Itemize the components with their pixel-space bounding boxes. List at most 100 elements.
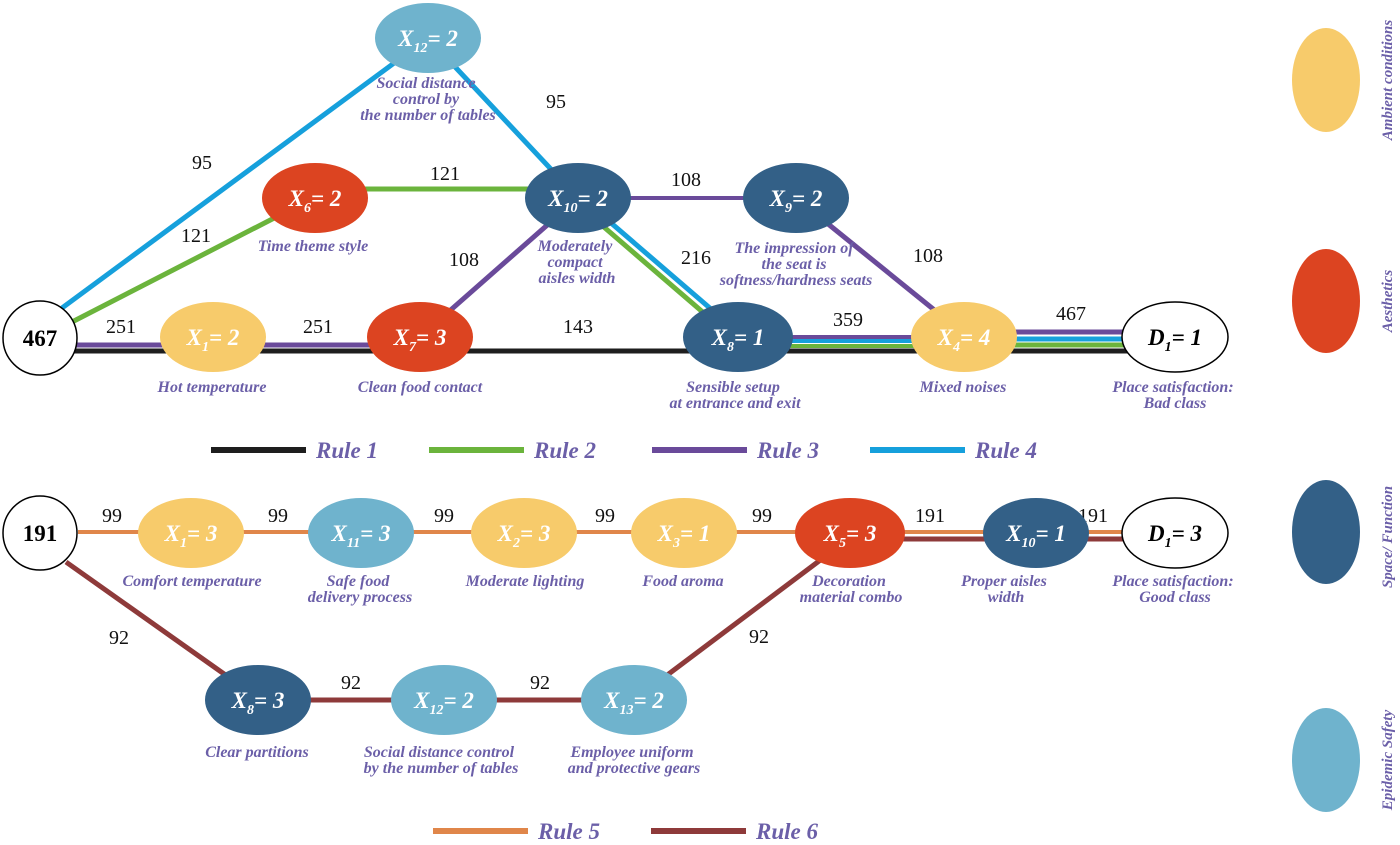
value-191-x1: 99 bbox=[102, 505, 122, 527]
node-b-x13-label: Employee uniform and protective gears bbox=[568, 744, 700, 777]
node-b-x3-label: Food aroma bbox=[641, 573, 723, 590]
node-x4-label: Mixed noises bbox=[919, 379, 1007, 396]
node-b-x13[interactable]: X13= 2 Employee uniform and protective g… bbox=[568, 665, 700, 777]
svg-text:X9= 2: X9= 2 bbox=[769, 186, 823, 216]
category-aesthetics: Aesthetics bbox=[1292, 249, 1396, 353]
space-swatch bbox=[1292, 480, 1360, 584]
node-x12-label: Social distance control by the number of… bbox=[360, 75, 496, 124]
node-x9[interactable]: X9= 2 The impression of the seat is soft… bbox=[719, 163, 872, 289]
node-x4[interactable]: X4= 4 Mixed noises bbox=[911, 302, 1017, 396]
value-x7-x8: 143 bbox=[563, 316, 593, 338]
node-x7[interactable]: X7= 3 Clean food contact bbox=[358, 302, 483, 396]
value-x1-x11: 99 bbox=[268, 505, 288, 527]
svg-text:X1= 3: X1= 3 bbox=[164, 521, 218, 551]
node-d1-bad[interactable]: D1= 1 Place satisfaction: Bad class bbox=[1111, 301, 1237, 412]
svg-text:X11= 3: X11= 3 bbox=[331, 521, 391, 551]
svg-text:D1= 3: D1= 3 bbox=[1147, 521, 1202, 551]
edge-467-x12 bbox=[60, 35, 430, 311]
node-x1-label: Hot temperature bbox=[157, 379, 267, 396]
value-x9-x4: 108 bbox=[913, 245, 943, 267]
safety-swatch bbox=[1292, 708, 1360, 812]
value-x13-x5: 92 bbox=[749, 626, 769, 648]
value-x5-x10: 191 bbox=[915, 505, 945, 527]
svg-text:X1= 2: X1= 2 bbox=[186, 325, 240, 355]
category-space-function: Space/ Function bbox=[1292, 480, 1396, 588]
value-467-x1: 251 bbox=[106, 316, 136, 338]
node-x6-label: Time theme style bbox=[258, 238, 368, 255]
value-x4-d1: 467 bbox=[1056, 303, 1086, 325]
node-x8[interactable]: X8= 1 Sensible setup at entrance and exi… bbox=[669, 302, 801, 412]
bottom-edge-values: 99 99 99 99 99 191 191 92 92 92 92 bbox=[102, 505, 1108, 694]
node-total-467[interactable]: 467 bbox=[2, 300, 78, 376]
node-b-x1[interactable]: X1= 3 Comfort temperature bbox=[122, 498, 262, 590]
node-x8-label: Sensible setup at entrance and exit bbox=[669, 379, 801, 412]
legend-rule-1: Rule 1 bbox=[211, 438, 378, 463]
value-x10-x9: 108 bbox=[671, 169, 701, 191]
node-x12[interactable]: X12= 2 Social distance control by the nu… bbox=[360, 3, 496, 124]
node-b-x5[interactable]: X5= 3 Decoration material combo bbox=[795, 498, 905, 606]
svg-text:Rule 6: Rule 6 bbox=[755, 819, 818, 844]
svg-text:X2= 3: X2= 3 bbox=[497, 521, 551, 551]
category-epidemic-safety: Epidemic Safety bbox=[1292, 708, 1396, 812]
value-x3-x5: 99 bbox=[752, 505, 772, 527]
node-total-191[interactable]: 191 bbox=[2, 495, 78, 571]
total-value: 467 bbox=[23, 326, 58, 351]
aesthetics-swatch bbox=[1292, 249, 1360, 353]
node-b-x8[interactable]: X8= 3 Clear partitions bbox=[205, 665, 311, 761]
value-x10-x8: 216 bbox=[681, 247, 711, 269]
svg-text:X8= 3: X8= 3 bbox=[231, 688, 285, 718]
svg-text:Rule 4: Rule 4 bbox=[974, 438, 1037, 463]
value-x8-x12: 92 bbox=[341, 672, 361, 694]
svg-text:Rule 2: Rule 2 bbox=[533, 438, 596, 463]
value-191-x8: 92 bbox=[109, 627, 129, 649]
legend-rule-2: Rule 2 bbox=[429, 438, 596, 463]
node-x1[interactable]: X1= 2 Hot temperature bbox=[157, 302, 267, 396]
svg-text:X3= 1: X3= 1 bbox=[657, 521, 711, 551]
node-b-x11[interactable]: X11= 3 Safe food delivery process bbox=[308, 498, 414, 606]
category-ambient-conditions: Ambient conditions bbox=[1292, 20, 1396, 141]
node-b-x3[interactable]: X3= 1 Food aroma bbox=[631, 498, 737, 590]
value-x11-x2: 99 bbox=[434, 505, 454, 527]
svg-text:X10= 1: X10= 1 bbox=[1005, 521, 1066, 551]
value-x1-x7: 251 bbox=[303, 316, 333, 338]
svg-text:X7= 3: X7= 3 bbox=[393, 325, 447, 355]
legend-rule-4: Rule 4 bbox=[870, 438, 1037, 463]
node-b-x11-label: Safe food delivery process bbox=[308, 573, 412, 606]
category-key: Ambient conditions Aesthetics Space/ Fun… bbox=[1292, 20, 1396, 812]
node-b-x10[interactable]: X10= 1 Proper aisles width bbox=[960, 498, 1089, 606]
value-x8-x4: 359 bbox=[833, 309, 863, 331]
svg-text:X6= 2: X6= 2 bbox=[288, 186, 342, 216]
node-b-x1-label: Comfort temperature bbox=[122, 573, 261, 590]
legend-rule-3: Rule 3 bbox=[652, 438, 819, 463]
legend-bottom: Rule 5 Rule 6 bbox=[433, 819, 818, 844]
node-b-x12[interactable]: X12= 2 Social distance control by the nu… bbox=[364, 665, 519, 777]
value-x2-x3: 99 bbox=[595, 505, 615, 527]
node-b-x2-label: Moderate lighting bbox=[465, 573, 585, 590]
top-nodes: 467 X12= 2 Social distance control by th… bbox=[2, 3, 1237, 412]
node-d1-good[interactable]: D1= 3 Place satisfaction: Good class bbox=[1111, 497, 1237, 606]
svg-text:X5= 3: X5= 3 bbox=[823, 521, 877, 551]
node-b-x10-label: Proper aisles width bbox=[960, 573, 1051, 606]
svg-text:X13= 2: X13= 2 bbox=[603, 688, 664, 718]
node-x6[interactable]: X6= 2 Time theme style bbox=[258, 163, 368, 255]
total-value: 191 bbox=[23, 521, 58, 546]
svg-text:Rule 1: Rule 1 bbox=[315, 438, 378, 463]
node-b-x2[interactable]: X2= 3 Moderate lighting bbox=[465, 498, 585, 590]
svg-text:X12= 2: X12= 2 bbox=[413, 688, 474, 718]
svg-text:Rule 3: Rule 3 bbox=[756, 438, 819, 463]
node-x7-label: Clean food contact bbox=[358, 379, 483, 396]
svg-text:X8= 1: X8= 1 bbox=[711, 325, 765, 355]
value-x6-x10: 121 bbox=[430, 163, 460, 185]
legend-rule-5: Rule 5 bbox=[433, 819, 600, 844]
node-b-x8-label: Clear partitions bbox=[205, 744, 309, 761]
value-467-x12: 95 bbox=[192, 152, 212, 174]
svg-text:X4= 4: X4= 4 bbox=[937, 325, 991, 355]
node-d1-bad-label: Place satisfaction: Bad class bbox=[1111, 379, 1237, 412]
bottom-nodes: 191 X1= 3 Comfort temperature X11= 3 Saf… bbox=[2, 495, 1237, 777]
node-x10[interactable]: X10= 2 Moderately compact aisles width bbox=[525, 163, 631, 287]
svg-text:Aesthetics: Aesthetics bbox=[1380, 270, 1396, 334]
value-x12-x10: 95 bbox=[546, 91, 566, 113]
legend-top: Rule 1 Rule 2 Rule 3 Rule 4 bbox=[211, 438, 1037, 463]
svg-text:D1= 1: D1= 1 bbox=[1147, 325, 1202, 355]
legend-rule-6: Rule 6 bbox=[651, 819, 818, 844]
